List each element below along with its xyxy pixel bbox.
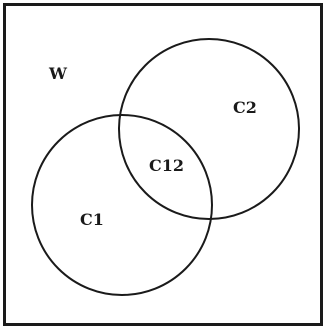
circle-c2 (118, 38, 300, 220)
set-label-c2: C2 (233, 98, 257, 117)
circle-c1 (31, 114, 213, 296)
intersection-label-c12: C12 (149, 156, 184, 175)
universe-label: W (48, 64, 68, 83)
set-label-c1: C1 (80, 210, 104, 229)
universe-frame (3, 3, 323, 326)
